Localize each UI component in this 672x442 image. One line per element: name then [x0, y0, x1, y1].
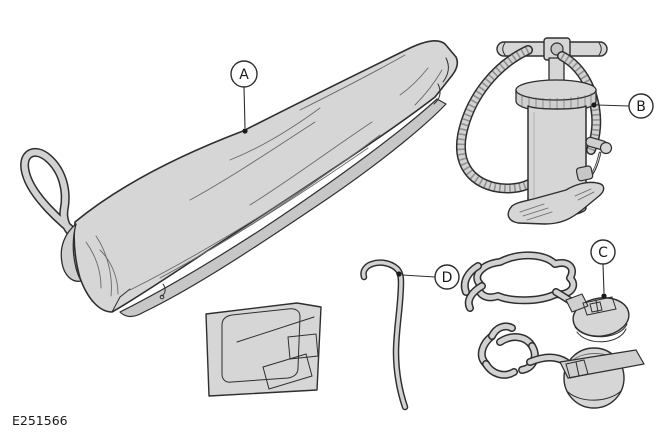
figure-code: E251566: [12, 413, 68, 428]
callout-c-label: C: [598, 245, 608, 261]
suction-cup-anchor-top: [460, 251, 630, 343]
callout-d-label: D: [442, 270, 453, 286]
storage-pouch: [205, 302, 322, 397]
pump-valve: [575, 136, 613, 182]
callout-b-label: B: [636, 99, 646, 115]
callout-b: B: [591, 93, 654, 119]
tent-pack: [20, 39, 459, 318]
callout-d: D: [396, 264, 460, 290]
air-pump: [455, 37, 613, 225]
callout-a-label: A: [239, 67, 249, 83]
tent-peg: [360, 259, 409, 411]
callout-c: C: [590, 239, 616, 299]
suction-cup-anchor-bottom: [477, 322, 645, 409]
callout-a: A: [230, 60, 258, 134]
